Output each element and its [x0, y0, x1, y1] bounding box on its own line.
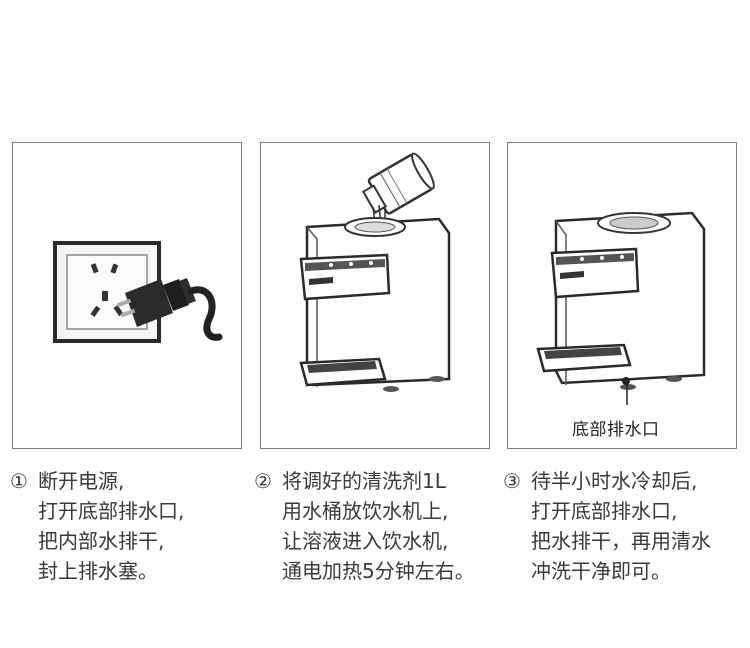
step-line: 打开底部排水口,	[38, 499, 185, 523]
drain-plug	[622, 377, 630, 385]
plug-cable	[187, 286, 223, 341]
panel-unplug	[12, 142, 242, 449]
step-line: 把水排干，再用清水	[531, 529, 711, 553]
cleaner-bottle	[361, 152, 435, 215]
plug-body	[125, 279, 173, 327]
step-number: ③	[503, 469, 521, 493]
step-number: ①	[10, 469, 28, 493]
step-number: ②	[254, 469, 272, 493]
step-line: 封上排水塞。	[38, 559, 158, 583]
panel-drain: 底部排水口	[507, 142, 737, 449]
step-line: 把内部水排干,	[38, 529, 165, 553]
step-line: 通电加热5分钟左右。	[282, 559, 475, 583]
step-line: 用水桶放饮水机上,	[282, 499, 449, 523]
step-line: 冲洗干净即可。	[531, 559, 671, 583]
step-line: 让溶液进入饮水机,	[282, 529, 449, 553]
dispenser-cleaner-illustration	[299, 152, 451, 392]
panel-add-cleaner	[260, 142, 490, 449]
dispenser-drain-illustration	[536, 211, 706, 405]
drain-outlet-label: 底部排水口	[572, 420, 660, 440]
step-line: 打开底部排水口,	[531, 499, 678, 523]
wall-socket-plug-illustration	[53, 241, 223, 343]
